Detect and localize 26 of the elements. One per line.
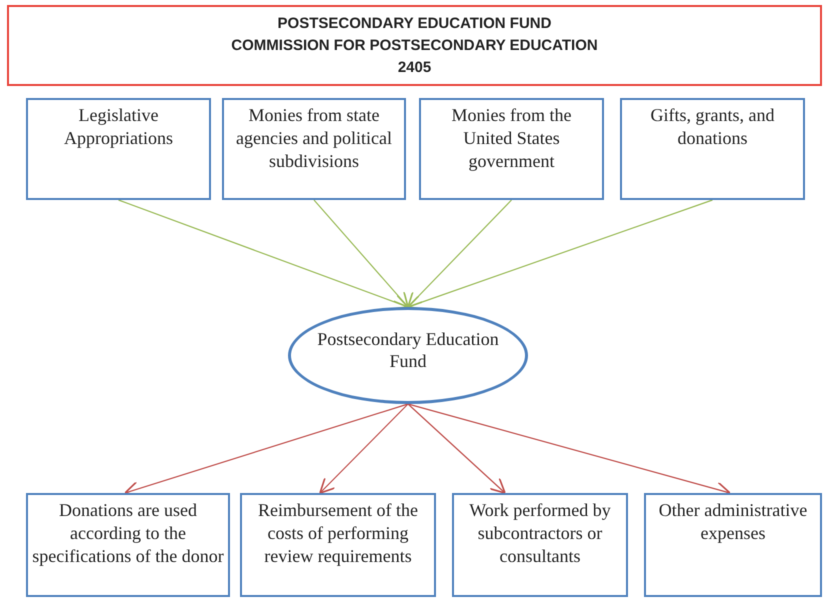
arrow — [407, 200, 512, 308]
use-box — [26, 98, 211, 200]
title-box — [7, 5, 822, 86]
arrow — [314, 200, 409, 308]
box-label: Monies from the United States government — [450, 104, 572, 173]
arrow — [407, 199, 713, 310]
box-label: Legislative Appropriations — [63, 104, 174, 150]
source-box — [644, 493, 822, 597]
arrow — [319, 404, 408, 494]
source-box — [26, 493, 230, 597]
box-label: Reimbursement of the costs of performing review requirements — [257, 499, 419, 568]
use-box — [419, 98, 604, 200]
box-label: Work performed by subcontractors or consultants — [468, 499, 612, 568]
title-text: 2405 — [398, 58, 432, 78]
box-label: Gifts, grants, and donations — [650, 104, 776, 150]
box-label: Donations are used according to the specifications of the donor — [32, 499, 224, 568]
title-text: COMMISSION FOR POSTSECONDARY EDUCATION — [231, 36, 598, 56]
box-label: Monies from state agencies and political subdivisions — [235, 104, 393, 173]
source-box — [452, 493, 628, 597]
box-label: Other administrative expenses — [658, 499, 808, 545]
use-box — [222, 98, 406, 200]
arrow — [408, 404, 506, 494]
title-text: POSTSECONDARY EDUCATION FUND — [278, 14, 552, 34]
use-box — [620, 98, 805, 200]
ellipse-label: Postsecondary Education Fund — [316, 328, 500, 372]
source-box — [240, 493, 436, 597]
